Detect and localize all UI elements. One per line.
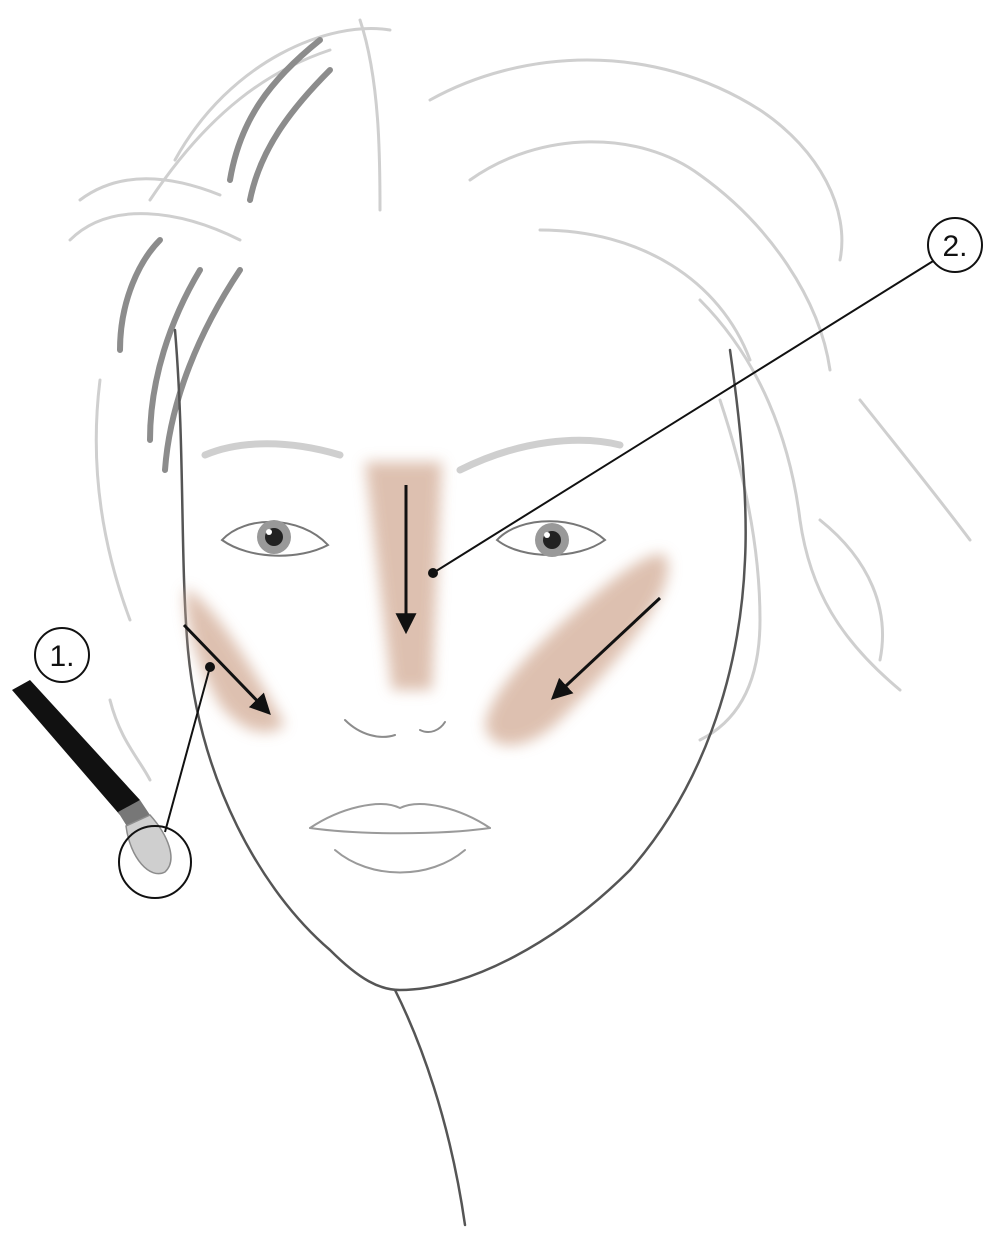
left-cheek-contour-area xyxy=(185,588,285,732)
nose xyxy=(345,720,445,737)
lips xyxy=(310,804,490,872)
callout-2-label: 2. xyxy=(942,230,967,263)
callout-1-label: 1. xyxy=(49,640,74,673)
leader-dot xyxy=(428,568,438,578)
right-eye xyxy=(497,521,605,557)
callout-2: 2. xyxy=(928,218,982,272)
hair-strokes-dark xyxy=(120,40,330,470)
face-outline xyxy=(175,330,746,1225)
left-eye xyxy=(222,520,328,556)
leader-dot xyxy=(205,662,215,672)
callout-1: 1. xyxy=(35,628,89,682)
right-cheek-contour-area xyxy=(485,554,668,745)
